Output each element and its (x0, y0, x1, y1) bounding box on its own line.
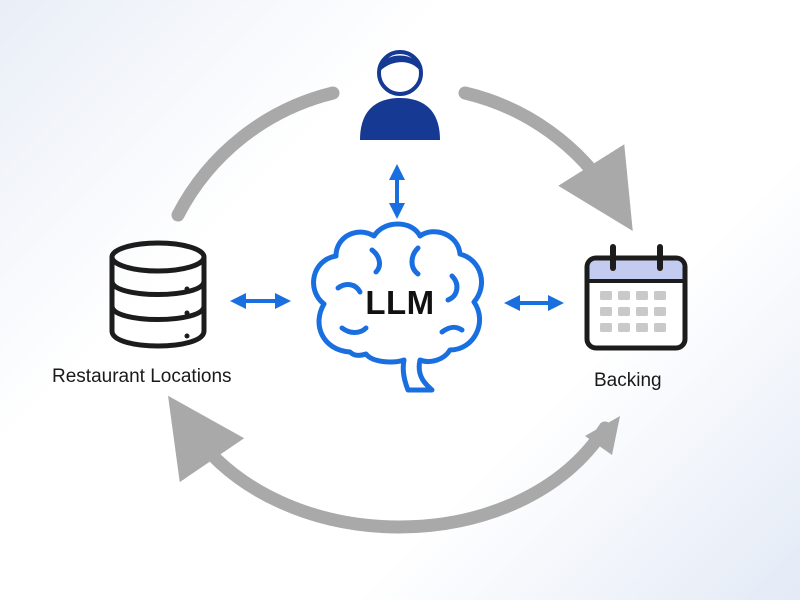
booking-label: Backing (594, 370, 662, 391)
restaurant-locations-label: Restaurant Locations (52, 366, 232, 387)
calendar-icon (584, 244, 688, 351)
cycle-arrow-booking-arrowhead (585, 416, 620, 455)
cycle-arrow-user-to-booking (458, 86, 633, 232)
cycle-arrow-db-to-user (171, 86, 340, 222)
llm-label: LLM (365, 284, 435, 321)
brain-icon (311, 221, 484, 393)
user-icon (360, 50, 440, 140)
database-icon (109, 240, 207, 349)
cycle-arrow-booking-to-db (167, 395, 612, 534)
